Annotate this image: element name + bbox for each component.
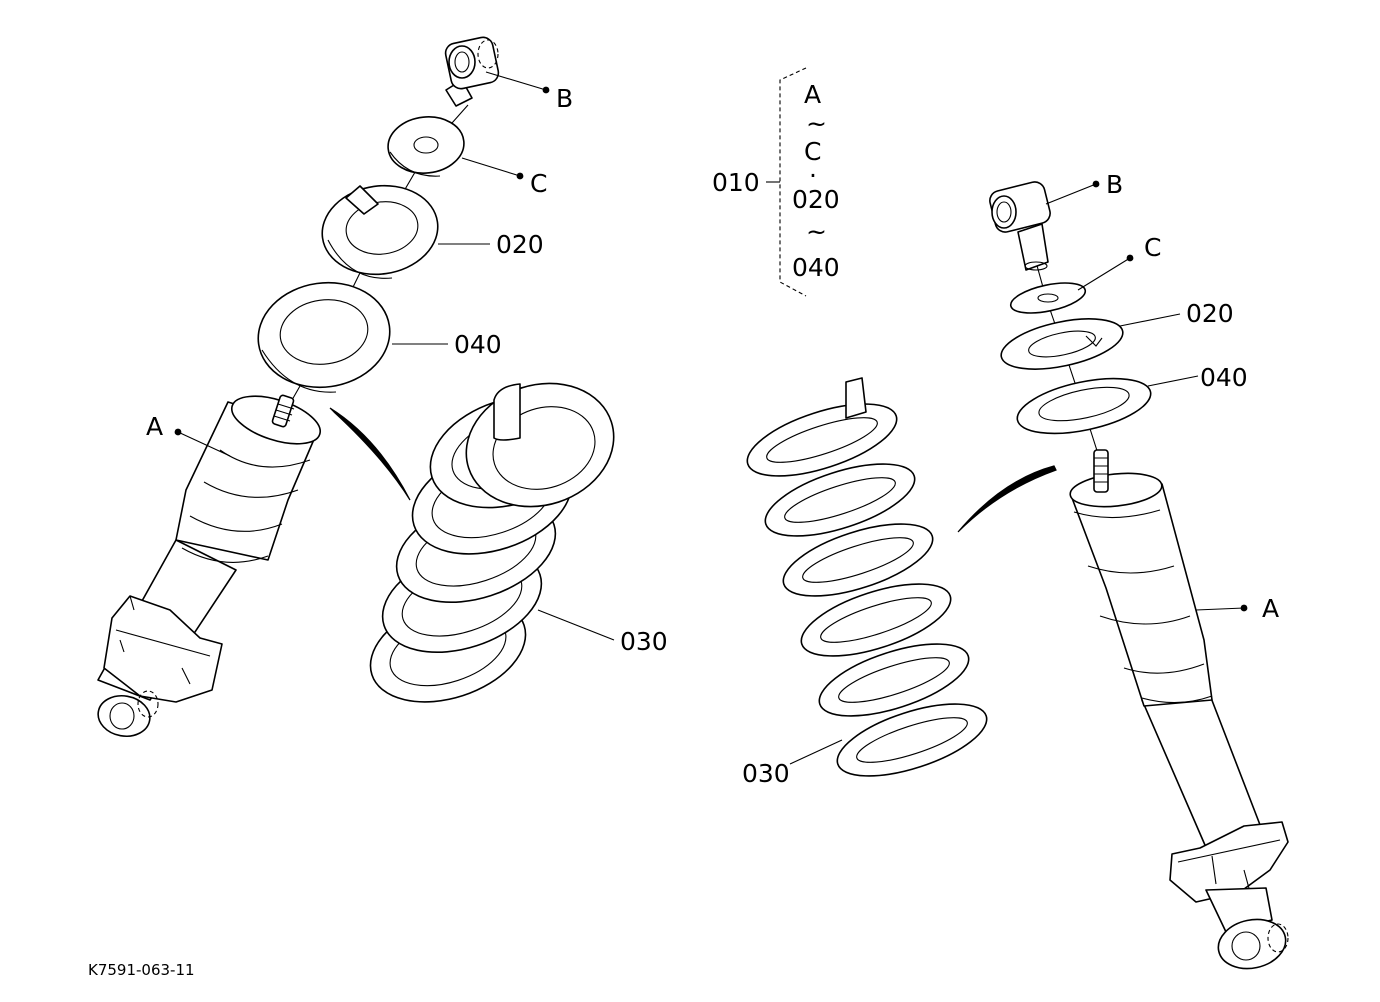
assembly-group-bracket: 010 A ~ C · 020 ~ 040 bbox=[712, 67, 840, 297]
left-damper-a bbox=[97, 394, 321, 738]
right-view: B C 020 040 A 030 bbox=[742, 170, 1289, 970]
left-washer-c bbox=[387, 116, 465, 177]
left-callout-c: C bbox=[530, 169, 547, 198]
right-callout-020: 020 bbox=[1186, 299, 1234, 328]
right-callout-b: B bbox=[1106, 170, 1123, 199]
right-seat-020 bbox=[1000, 318, 1124, 370]
left-spring-030 bbox=[369, 382, 615, 703]
left-callout-b: B bbox=[556, 84, 573, 113]
reference-code: K7591-063-11 bbox=[88, 961, 195, 979]
left-eye-bushing-b bbox=[444, 36, 500, 107]
left-seat-020 bbox=[321, 184, 439, 279]
left-callout-a: A bbox=[146, 412, 163, 441]
group-member-tilde-2: ~ bbox=[806, 217, 827, 246]
right-assembly-arrow bbox=[957, 465, 1057, 533]
right-leaders bbox=[789, 180, 1248, 765]
group-member-c: C bbox=[804, 137, 821, 166]
right-eye-bushing-b bbox=[989, 181, 1051, 271]
right-washer-040 bbox=[1016, 377, 1152, 435]
right-damper-a bbox=[1069, 449, 1289, 970]
left-washer-040 bbox=[257, 281, 391, 393]
right-callout-a: A bbox=[1262, 594, 1279, 623]
right-callout-040: 040 bbox=[1200, 363, 1248, 392]
left-callout-040: 040 bbox=[454, 330, 502, 359]
right-washer-c bbox=[1009, 282, 1087, 314]
left-callout-030: 030 bbox=[620, 627, 668, 656]
group-member-040: 040 bbox=[792, 253, 840, 282]
group-member-dot: · bbox=[809, 161, 817, 190]
group-member-a: A bbox=[804, 80, 821, 109]
group-parent-010: 010 bbox=[712, 168, 760, 197]
left-callout-020: 020 bbox=[496, 230, 544, 259]
right-callout-030: 030 bbox=[742, 759, 790, 788]
left-leaders bbox=[174, 71, 615, 641]
group-member-tilde-1: ~ bbox=[806, 109, 827, 138]
left-assembly-arrow bbox=[329, 407, 411, 501]
right-callout-c: C bbox=[1144, 233, 1161, 262]
group-member-020: 020 bbox=[792, 185, 840, 214]
left-view: B C 020 040 A 030 bbox=[97, 36, 668, 738]
right-spring-030 bbox=[746, 377, 988, 777]
